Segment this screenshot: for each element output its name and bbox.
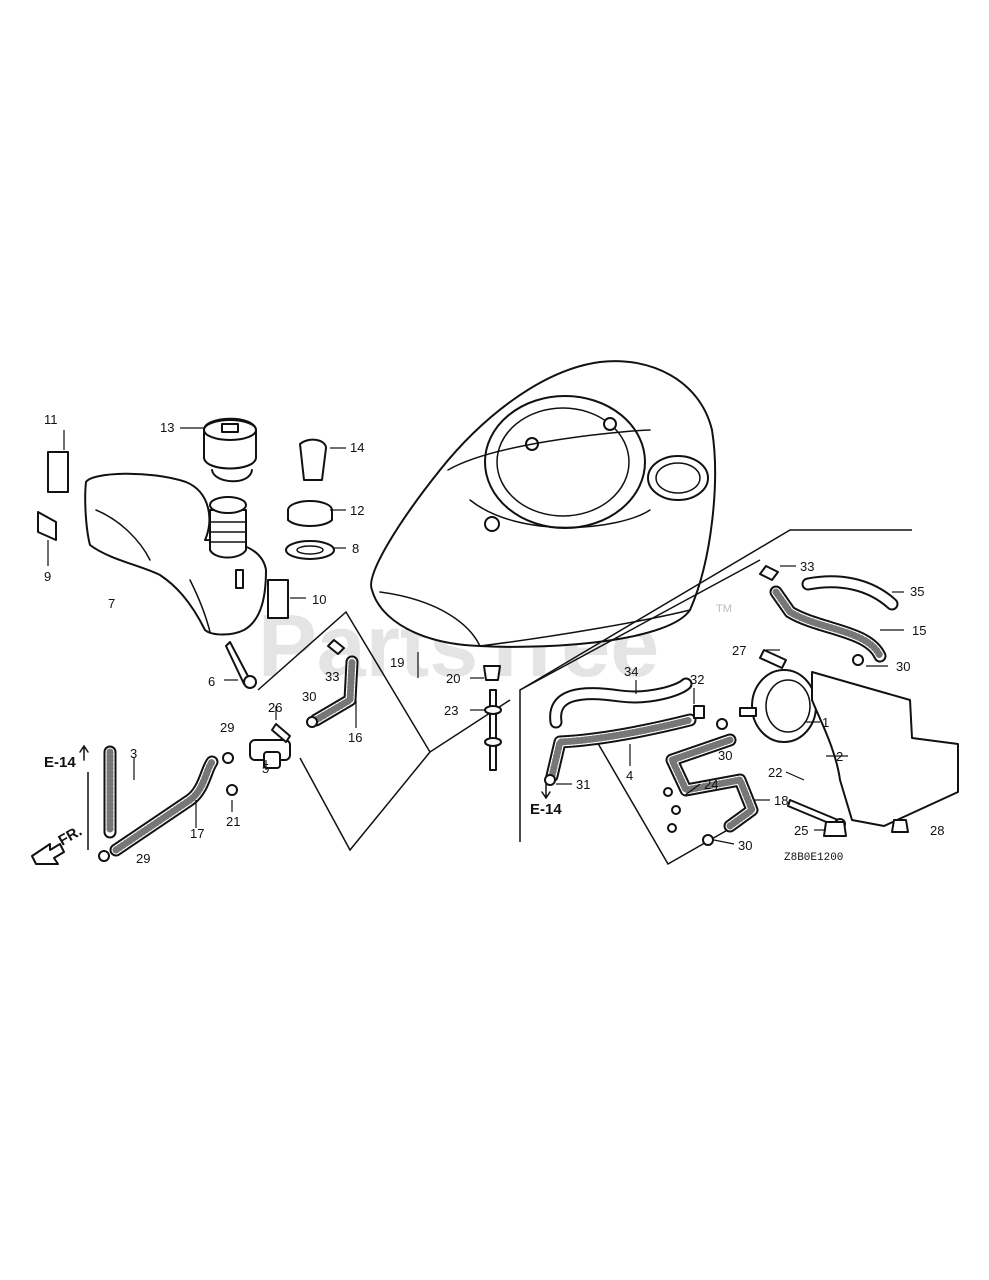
nut-28[interactable] [891, 819, 909, 833]
callout-25: 25 [794, 823, 808, 838]
callout-29-lower: 29 [136, 851, 150, 866]
callout-15: 15 [912, 623, 926, 638]
reference-e14-left[interactable]: E-14 [44, 754, 76, 771]
callout-11: 11 [44, 412, 58, 427]
fuel-hose-17[interactable] [109, 755, 219, 857]
trademark-mark: TM [716, 603, 732, 615]
front-direction-arrow: FR. [31, 823, 85, 865]
screw-26[interactable] [271, 723, 291, 743]
washer-21[interactable] [226, 784, 238, 796]
callout-9: 9 [44, 569, 51, 584]
hose-clip-30-mid[interactable] [716, 718, 728, 730]
fuel-tank-cap[interactable] [203, 417, 257, 483]
callout-28: 28 [930, 823, 944, 838]
tank-filler-neck [209, 496, 247, 559]
callout-18: 18 [774, 793, 788, 808]
callout-33-right: 33 [800, 559, 814, 574]
callout-35: 35 [910, 584, 924, 599]
clip-24[interactable] [663, 787, 681, 833]
fuel-hose-18[interactable] [665, 733, 759, 833]
fuel-hose-35[interactable] [801, 575, 899, 611]
clip-33-left[interactable] [327, 639, 345, 655]
callout-3: 3 [130, 746, 137, 761]
bolt-27[interactable] [759, 649, 787, 669]
callout-16: 16 [348, 730, 362, 745]
callout-4: 4 [626, 768, 633, 783]
nut-25[interactable] [823, 821, 847, 837]
callout-34: 34 [624, 664, 638, 679]
callout-20: 20 [446, 671, 460, 686]
clip-32[interactable] [693, 705, 705, 719]
callout-26: 26 [268, 700, 282, 715]
tank-clip-9[interactable] [37, 511, 57, 541]
tank-cushion-10[interactable] [267, 579, 289, 619]
callout-6: 6 [208, 674, 215, 689]
callout-19: 19 [390, 655, 404, 670]
callout-30-upper-right: 30 [896, 659, 910, 674]
callout-5: 5 [262, 761, 269, 776]
hose-clip-30-lower[interactable] [702, 834, 714, 846]
filler-nut-12[interactable] [287, 500, 333, 527]
callout-1: 1 [822, 715, 829, 730]
callout-10: 10 [312, 592, 326, 607]
fuel-pump-1[interactable] [739, 669, 817, 743]
fuel-hose-16[interactable] [309, 655, 359, 727]
pump-bracket-2[interactable] [811, 671, 959, 827]
hose-clip-30-upper-right[interactable] [852, 654, 864, 666]
callout-27: 27 [732, 643, 746, 658]
fuel-hose-34[interactable] [549, 677, 693, 729]
callout-24: 24 [704, 777, 718, 792]
tank-cushion-11[interactable] [47, 451, 69, 493]
callout-8: 8 [352, 541, 359, 556]
callout-12: 12 [350, 503, 364, 518]
fuel-valve-5[interactable] [249, 739, 291, 769]
clip-33-right[interactable] [759, 565, 779, 581]
grommet-20[interactable] [483, 665, 501, 681]
callout-31: 31 [576, 777, 590, 792]
fuel-hose-15[interactable] [769, 585, 887, 663]
callout-13: 13 [160, 420, 174, 435]
callout-23: 23 [444, 703, 458, 718]
callout-14: 14 [350, 440, 364, 455]
reference-e14-right[interactable]: E-14 [530, 801, 562, 818]
fuel-strainer-14[interactable] [299, 438, 327, 481]
hose-clip-29-lower[interactable] [98, 850, 110, 862]
stud-bolt-23[interactable] [484, 689, 502, 771]
right-detail-box [519, 529, 912, 842]
callout-30-lower: 30 [738, 838, 752, 853]
diagram-code: Z8B0E1200 [784, 852, 843, 864]
fan-cover-shroud[interactable] [370, 360, 716, 648]
callout-17: 17 [190, 826, 204, 841]
fuel-tank[interactable] [84, 472, 267, 636]
callout-29-upper: 29 [220, 720, 234, 735]
callout-33-left: 33 [325, 669, 339, 684]
hose-clip-29-upper[interactable] [222, 752, 234, 764]
callout-2: 2 [836, 749, 843, 764]
callout-22: 22 [768, 765, 782, 780]
hose-clip-30-left[interactable] [306, 716, 318, 728]
callout-30-mid: 30 [718, 748, 732, 763]
callout-30-left: 30 [302, 689, 316, 704]
callout-21: 21 [226, 814, 240, 829]
callout-7: 7 [108, 596, 115, 611]
callout-32: 32 [690, 672, 704, 687]
filler-seal-8[interactable] [285, 540, 335, 560]
hose-clip-31[interactable] [544, 774, 556, 786]
fuel-hose-4[interactable] [545, 713, 697, 783]
left-detail-box [257, 610, 511, 852]
